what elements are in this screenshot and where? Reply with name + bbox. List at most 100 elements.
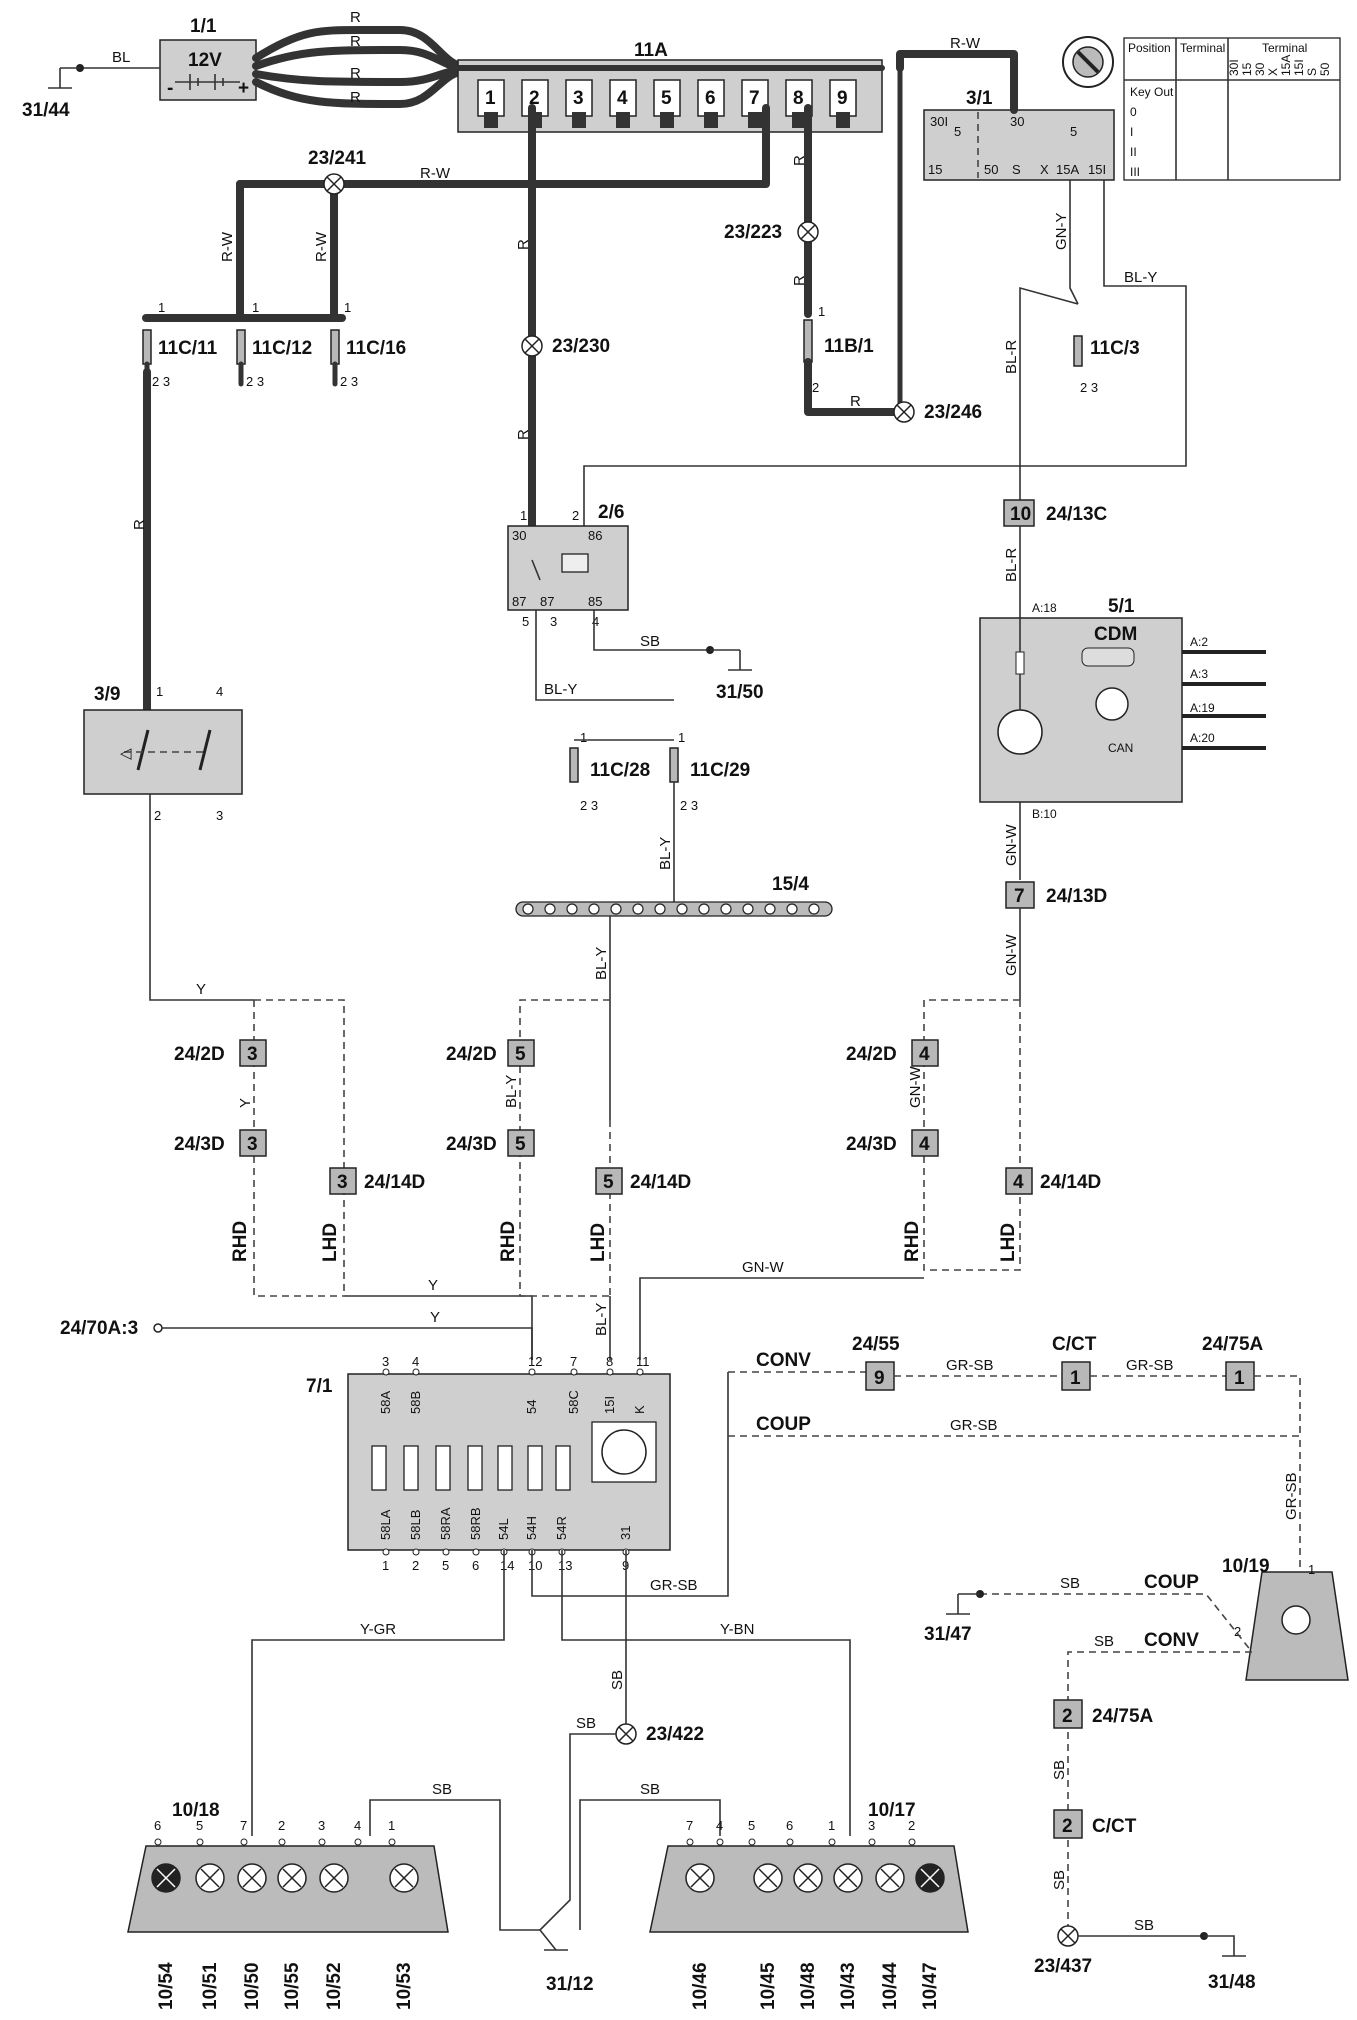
bus-terminal [764, 903, 776, 915]
fuse-slot-label: 5 [661, 88, 672, 109]
connector-24-2d-b-id: 24/2D [446, 1044, 497, 1065]
wire-bl: BL [112, 49, 130, 66]
table-row-label: I [1130, 125, 1133, 139]
wire-y-switch: Y [196, 981, 206, 998]
switch-pin-3: 3 [216, 808, 223, 823]
connector-24-2d-a: 3 24/2D [174, 1039, 267, 1067]
svg-text:1: 1 [252, 300, 259, 315]
module-id: 7/1 [306, 1376, 333, 1397]
ignition-switch-id: 3/1 [966, 88, 993, 109]
module-bottom-label: 58RB [468, 1507, 483, 1540]
bulb-label: 10/46 [690, 1962, 711, 2010]
connector-24-14d-c-id: 24/14D [1040, 1172, 1101, 1193]
connector-c-ct-2-pin: 2 [1062, 1816, 1073, 1837]
bulb-label: 10/43 [838, 1962, 859, 2010]
svg-text:2 3: 2 3 [340, 374, 358, 389]
wire-y-2: Y [237, 1098, 254, 1108]
relay-num-1: 1 [520, 508, 527, 523]
wire-sb-coup: SB [1060, 1575, 1080, 1592]
module-top-label: K [632, 1405, 647, 1414]
module-bottom-label: 54H [524, 1516, 539, 1540]
bulb-label: 10/44 [880, 1962, 901, 2010]
wire-rw-2: R-W [313, 231, 330, 262]
bulb-label: 10/51 [200, 1962, 221, 2010]
cdm-pin-b10: B:10 [1032, 807, 1057, 821]
connector-24-3d-c-id: 24/3D [846, 1134, 897, 1155]
variant-conv-lamp: CONV [1144, 1630, 1199, 1651]
wire-bl-y-2d: BL-Y [503, 1075, 520, 1108]
wire-r-switch: R [131, 519, 148, 530]
svg-text:1: 1 [580, 730, 587, 745]
bulb-label: 10/52 [324, 1962, 345, 2010]
fuse-slot-6: 6 [697, 79, 725, 128]
lamp-pin: 3 [318, 1818, 325, 1833]
lamp-pin: 6 [786, 1818, 793, 1833]
connector-24-2d-c-id: 24/2D [846, 1044, 897, 1065]
wire-sb-437: SB [1134, 1917, 1154, 1934]
lamp-pin: 2 [908, 1818, 915, 1833]
fuse-11b-1-label: 11B/1 [824, 336, 874, 357]
ign-pin-50: 50 [984, 162, 998, 177]
ign-pin-5b: 5 [1070, 124, 1077, 139]
svg-text:1: 1 [158, 300, 165, 315]
ground-bus-id: 15/4 [772, 874, 809, 895]
relay-pin-87b: 87 [540, 594, 554, 609]
module-top-pin: 12 [528, 1354, 542, 1369]
connector-24-14d-a-pin: 3 [337, 1172, 348, 1193]
connector-24-3d-a-id: 24/3D [174, 1134, 225, 1155]
module-bottom-pin: 6 [472, 1558, 479, 1573]
lamp-10-19: 10/19 1 2 [1222, 1556, 1349, 1681]
module-top-label: 58C [566, 1390, 581, 1414]
module-top-pin: 4 [412, 1354, 419, 1369]
connector-24-55: 9 24/55 [852, 1334, 900, 1391]
cdm-pin-a3: A:3 [1190, 667, 1208, 681]
svg-text:2 3: 2 3 [152, 374, 170, 389]
ign-pin-30i: 30I [930, 114, 948, 129]
transistor-icon [1095, 687, 1129, 721]
fuse-slot-label: 8 [793, 88, 804, 109]
module-bottom-pin: 14 [500, 1558, 514, 1573]
fusebox-id: 11A [634, 40, 668, 61]
fuse-11b-1: 1 2 11B/1 [803, 304, 874, 395]
module-bottom-pin: 1 [382, 1558, 389, 1573]
cdm-id: 5/1 [1108, 596, 1135, 617]
bus-terminal [808, 903, 820, 915]
table-col-label: 30 [1253, 62, 1267, 76]
variant-coup: COUP [756, 1414, 811, 1435]
relay-num-4: 4 [592, 614, 599, 629]
fuse-11c-11: 11C/11 2 3 [142, 329, 218, 389]
wire-y-70a: Y [430, 1309, 440, 1326]
connector-24-55-id: 24/55 [852, 1334, 900, 1355]
variant-coup-lamp: COUP [1144, 1572, 1199, 1593]
cdm-pin-a20: A:20 [1190, 731, 1215, 745]
fuse-11c-16: 11C/16 2 3 [330, 329, 406, 389]
module-top-pin: 3 [382, 1354, 389, 1369]
lamp-pin: 7 [240, 1818, 247, 1833]
wire-gr-sb-mod: GR-SB [650, 1577, 698, 1594]
lamp-pin-1: 1 [1308, 1562, 1315, 1577]
lamp-pin: 4 [354, 1818, 361, 1833]
rear-right-id: 10/17 [868, 1800, 916, 1821]
wire-rw-1: R-W [219, 231, 236, 262]
relay-num-2: 2 [572, 508, 579, 523]
relay-2-6: 2/6 30 86 87 87 85 1 2 5 3 4 [507, 502, 629, 629]
fuse-slot-5: 5 [653, 79, 681, 128]
module-top-pin: 7 [570, 1354, 577, 1369]
connector-24-3d-c: 4 24/3D [846, 1129, 939, 1157]
connector-24-14d-b-id: 24/14D [630, 1172, 691, 1193]
wire-r-3: R [350, 65, 361, 82]
lamp-pin: 4 [716, 1818, 723, 1833]
switch-id: 3/9 [94, 684, 120, 705]
junction-23-246: 23/246 [924, 402, 982, 423]
fuse-slot-label: 3 [573, 88, 584, 109]
ign-pin-x: X [1040, 162, 1049, 177]
fuse-11c-11-label: 11C/11 [158, 338, 218, 359]
connector-24-14d-a-id: 24/14D [364, 1172, 425, 1193]
connector-24-3d-a: 3 24/3D [174, 1129, 267, 1157]
lamp-pin: 5 [748, 1818, 755, 1833]
wire-gr-sb-3: GR-SB [1126, 1357, 1174, 1374]
module-top-label: 58A [378, 1391, 393, 1414]
rear-left-id: 10/18 [172, 1800, 220, 1821]
table-col-label: 15I [1292, 59, 1306, 76]
